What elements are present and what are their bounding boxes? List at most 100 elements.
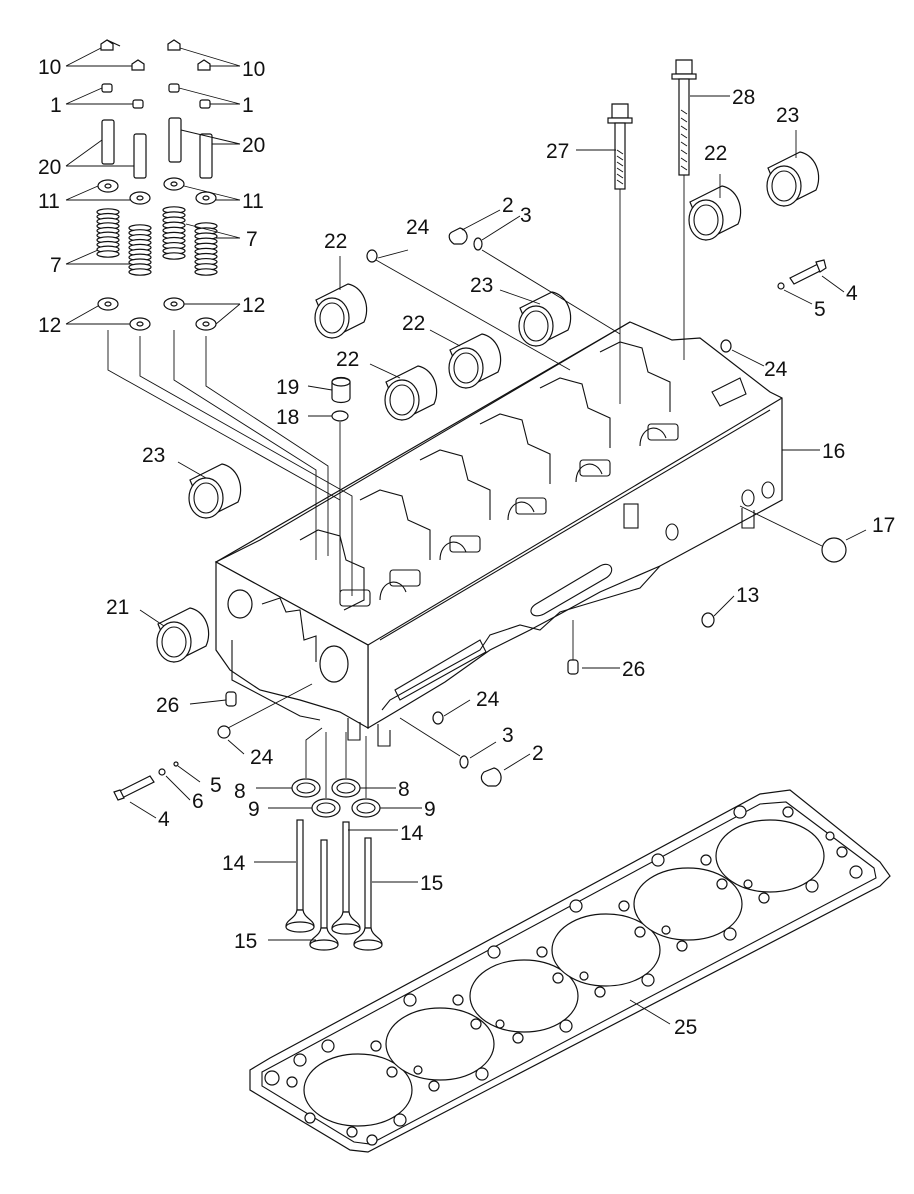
- callout-24-d: 24: [250, 746, 274, 769]
- callout-9-right: 9: [424, 798, 436, 821]
- bearing-shells: [156, 151, 820, 663]
- callout-21: 21: [106, 596, 129, 619]
- callout-1-right: 1: [242, 94, 254, 117]
- callout-22-b: 22: [402, 312, 425, 335]
- gasket-hole: [743, 879, 753, 889]
- gasket-hole: [594, 986, 606, 998]
- gasket-hole: [661, 925, 671, 935]
- bearing-shell: [518, 291, 572, 347]
- gasket-hole: [676, 940, 688, 952]
- callout-15-left: 15: [234, 930, 257, 953]
- callout-20-left: 20: [38, 156, 61, 179]
- callout-23-c: 23: [142, 444, 165, 467]
- callout-2-top: 2: [502, 194, 514, 217]
- callout-1-left: 1: [50, 94, 62, 117]
- callout-26-right: 26: [622, 658, 645, 681]
- callout-24-a: 24: [406, 216, 430, 239]
- gasket-hole: [393, 1113, 407, 1127]
- gasket-hole: [849, 865, 863, 879]
- gasket-hole: [805, 879, 819, 893]
- gasket-hole: [782, 806, 794, 818]
- callout-5-left: 5: [210, 774, 222, 797]
- gasket-hole: [264, 1070, 280, 1086]
- gasket-bore: [551, 913, 661, 987]
- bearing-shell: [156, 607, 210, 663]
- gasket-hole: [758, 892, 770, 904]
- gasket-hole: [386, 1066, 398, 1078]
- gasket-hole: [512, 1032, 524, 1044]
- gasket-hole: [452, 994, 464, 1006]
- gasket-bore: [303, 1053, 413, 1127]
- callout-3-bottom: 3: [502, 724, 514, 747]
- valve: [285, 819, 315, 933]
- callout-13: 13: [736, 584, 759, 607]
- callout-4-left: 4: [158, 808, 170, 831]
- gasket-hole: [470, 1018, 482, 1030]
- gasket-hole: [716, 878, 728, 890]
- callout-8-left: 8: [234, 780, 246, 803]
- valve-spring: [96, 208, 120, 258]
- valve-springs: [96, 206, 218, 276]
- callout-25: 25: [674, 1016, 697, 1039]
- bearing-shell: [766, 151, 820, 207]
- gasket-hole: [321, 1039, 335, 1053]
- valve: [353, 837, 383, 951]
- gasket-hole: [651, 853, 665, 867]
- callout-16: 16: [822, 440, 845, 463]
- callout-26-left: 26: [156, 694, 179, 717]
- gasket-hole: [286, 1076, 298, 1088]
- gasket-hole: [475, 1067, 489, 1081]
- callout-12-right: 12: [242, 294, 265, 317]
- bearing-shell: [314, 283, 368, 339]
- callout-11-right: 11: [242, 190, 264, 213]
- gasket-hole: [413, 1065, 423, 1075]
- valve-keepers: [100, 39, 211, 71]
- gasket-hole: [403, 993, 417, 1007]
- valve-guides: [101, 117, 213, 179]
- callout-11-left: 11: [38, 190, 60, 213]
- callout-28: 28: [732, 86, 755, 109]
- valve-spring: [162, 206, 186, 260]
- callout-14-left: 14: [222, 852, 246, 875]
- gasket-bore: [469, 959, 579, 1033]
- gasket-hole: [634, 926, 646, 938]
- valve: [331, 821, 361, 935]
- gasket-hole: [495, 1019, 505, 1029]
- callout-4-right: 4: [846, 282, 858, 305]
- callout-23-b: 23: [776, 104, 799, 127]
- callout-labels: 10 10 1 1 20 20 11 11 7 7 12 12 19 18 22…: [38, 56, 895, 1039]
- callout-20-right: 20: [242, 134, 265, 157]
- callout-5-right: 5: [814, 298, 826, 321]
- gasket-hole: [836, 846, 848, 858]
- callout-3-top: 3: [520, 204, 532, 227]
- callout-15-right: 15: [420, 872, 443, 895]
- callout-24-b: 24: [764, 358, 788, 381]
- callout-27: 27: [546, 140, 569, 163]
- gasket-hole: [559, 1019, 573, 1033]
- callout-10-right: 10: [242, 58, 265, 81]
- callout-19: 19: [276, 376, 299, 399]
- bearing-shell: [384, 365, 438, 421]
- valve-spring: [128, 224, 152, 276]
- spring-seats: [97, 297, 217, 331]
- gasket-hole: [428, 1080, 440, 1092]
- bearing-shell: [688, 185, 742, 241]
- gasket-hole: [346, 1126, 358, 1138]
- callout-2-bottom: 2: [532, 742, 544, 765]
- head-gasket: [249, 789, 891, 1153]
- gasket-hole: [733, 805, 747, 819]
- gasket-bore: [633, 867, 743, 941]
- leader-lines: [65, 47, 867, 1025]
- callout-22-c: 22: [336, 348, 359, 371]
- gasket-hole: [552, 972, 564, 984]
- cam-towers: [299, 341, 747, 611]
- gasket-hole: [366, 1134, 378, 1146]
- callout-7-right: 7: [246, 228, 258, 251]
- bearing-shell: [448, 333, 502, 389]
- gasket-hole: [370, 1040, 382, 1052]
- gasket-hole: [304, 1112, 316, 1124]
- callout-10-left: 10: [38, 56, 61, 79]
- callout-9-left: 9: [248, 798, 260, 821]
- gasket-hole: [487, 945, 501, 959]
